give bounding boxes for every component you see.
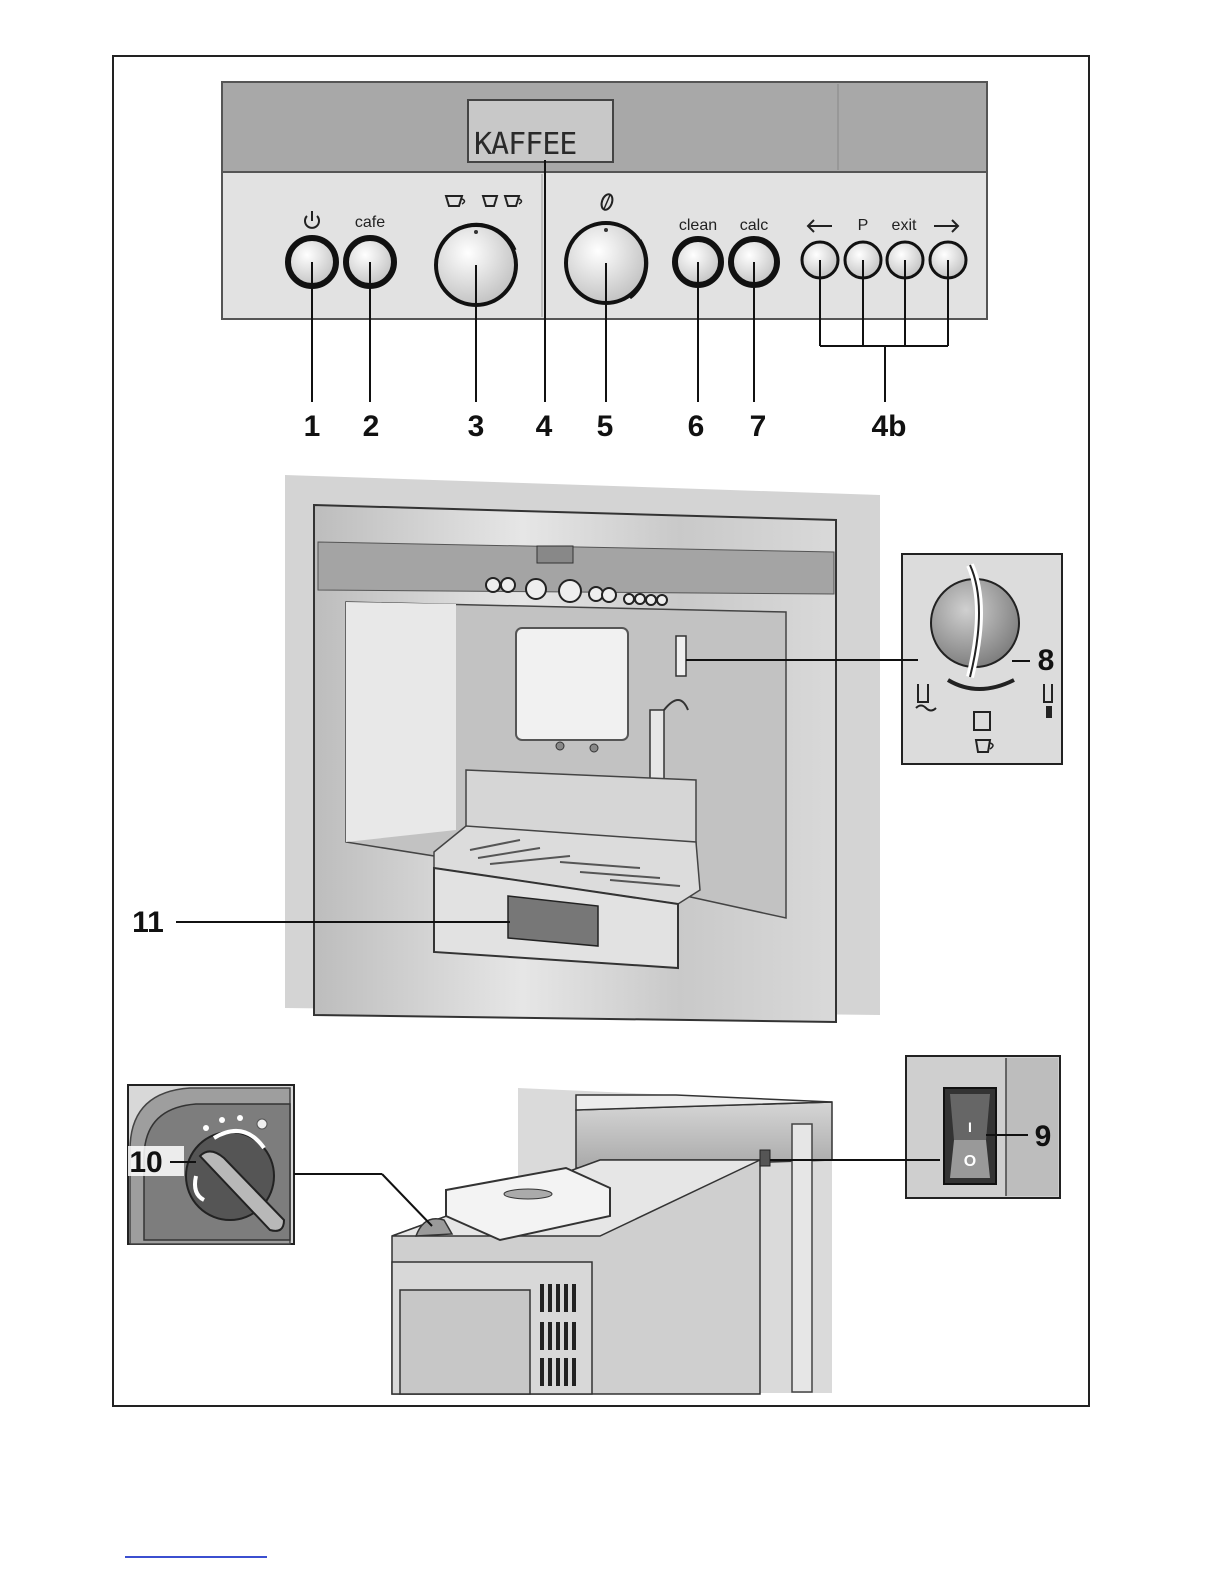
- coffee-outlet: [516, 628, 628, 740]
- built-in-machine: 11 8: [132, 475, 1062, 1022]
- main-switch-small: [760, 1150, 770, 1166]
- grinder-inset: 10: [128, 1085, 294, 1244]
- machine-rear-view: 10 I O 9: [128, 1056, 1060, 1394]
- callout-5: 5: [597, 410, 614, 443]
- control-panel: KAFFEE cafe clean ca: [222, 82, 987, 443]
- display-text: KAFFEE: [474, 127, 576, 162]
- p-label: P: [858, 217, 869, 234]
- callout-9: 9: [1035, 1120, 1052, 1153]
- power-switch-inset: I O 9: [906, 1056, 1060, 1198]
- calc-label: calc: [740, 217, 768, 234]
- callout-3: 3: [468, 410, 485, 443]
- steam-selector: [676, 636, 686, 676]
- callout-8: 8: [1038, 644, 1055, 677]
- clean-label: clean: [679, 217, 717, 234]
- exit-label: exit: [892, 217, 917, 234]
- cafe-label: cafe: [355, 214, 385, 231]
- switch-off-mark: O: [964, 1153, 976, 1170]
- footer-rule: [125, 1556, 267, 1558]
- callout-2: 2: [363, 410, 380, 443]
- callout-4b: 4b: [871, 410, 906, 443]
- callout-7: 7: [750, 410, 767, 443]
- selector-inset: 8: [902, 554, 1062, 764]
- callout-4: 4: [536, 410, 553, 443]
- callout-10: 10: [129, 1146, 162, 1179]
- callout-11: 11: [132, 906, 164, 939]
- switch-on-mark: I: [968, 1119, 972, 1135]
- machine-display: [537, 546, 573, 563]
- callout-6: 6: [688, 410, 705, 443]
- callout-1: 1: [304, 410, 321, 443]
